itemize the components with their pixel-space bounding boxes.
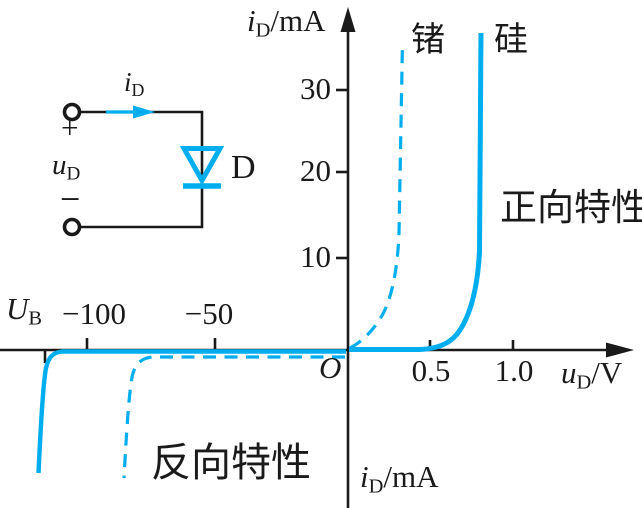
x-tick-label-m100: −100 (62, 296, 126, 331)
minus-sign: − (60, 179, 81, 219)
y-axis-var: i (247, 3, 256, 38)
y-axis-var: i (360, 459, 369, 494)
y-tick-label-20: 20 (300, 153, 331, 188)
voltage-var: u (52, 149, 67, 181)
y-axis-unit: /mA (270, 3, 326, 38)
circuit-current-label: iD (124, 68, 144, 100)
silicon-forward-curve (349, 32, 484, 352)
x-axis-label: uD/V (561, 355, 623, 394)
diode-triangle-icon (179, 146, 225, 186)
current-arrow-head (133, 105, 155, 119)
breakdown-sub: B (28, 307, 43, 330)
x-axis-sub: D (576, 371, 592, 394)
terminal-bottom (62, 217, 82, 237)
plus-sign: + (61, 110, 79, 145)
y-axis-unit: /mA (383, 459, 439, 494)
origin-label: O (319, 350, 342, 385)
x-axis-arrowhead (606, 342, 634, 358)
y-tick-label-30: 30 (300, 71, 331, 106)
reverse-region-label: 反向特性 (151, 440, 311, 485)
terminal-top (62, 102, 82, 122)
germanium-forward-curve (349, 41, 405, 350)
y-tick-label-10: 10 (300, 239, 331, 274)
circuit-voltage-label: uD (52, 150, 80, 184)
x-axis-var: u (561, 355, 577, 390)
x-tick-label-10: 1.0 (494, 353, 534, 388)
breakdown-var: U (6, 291, 29, 326)
germanium-reverse-curve (122, 355, 345, 479)
y-axis-label-bottom: iD/mA (360, 459, 439, 498)
circuit-wires (80, 110, 204, 229)
y-axis-label-top: iD/mA (247, 3, 326, 42)
silicon-curve-label: 硅 (494, 22, 528, 59)
forward-region-label: 正向特性 (500, 188, 642, 229)
x-tick-label-m50: −50 (184, 296, 234, 331)
current-sub: D (131, 79, 145, 100)
y-axis-sub: D (255, 19, 271, 42)
x-tick-label-05: 0.5 (411, 353, 451, 388)
germanium-curve-label: 锗 (411, 22, 445, 59)
breakdown-voltage-label: UB (6, 291, 43, 330)
y-axis-sub: D (368, 475, 384, 498)
x-axis-unit: /V (591, 355, 623, 390)
circuit-inset (62, 102, 225, 237)
y-axis-arrowhead (340, 7, 356, 32)
current-var: i (124, 67, 132, 97)
silicon-reverse-curve (36, 349, 346, 474)
voltage-sub: D (66, 163, 81, 185)
diode-designator: D (231, 149, 256, 186)
